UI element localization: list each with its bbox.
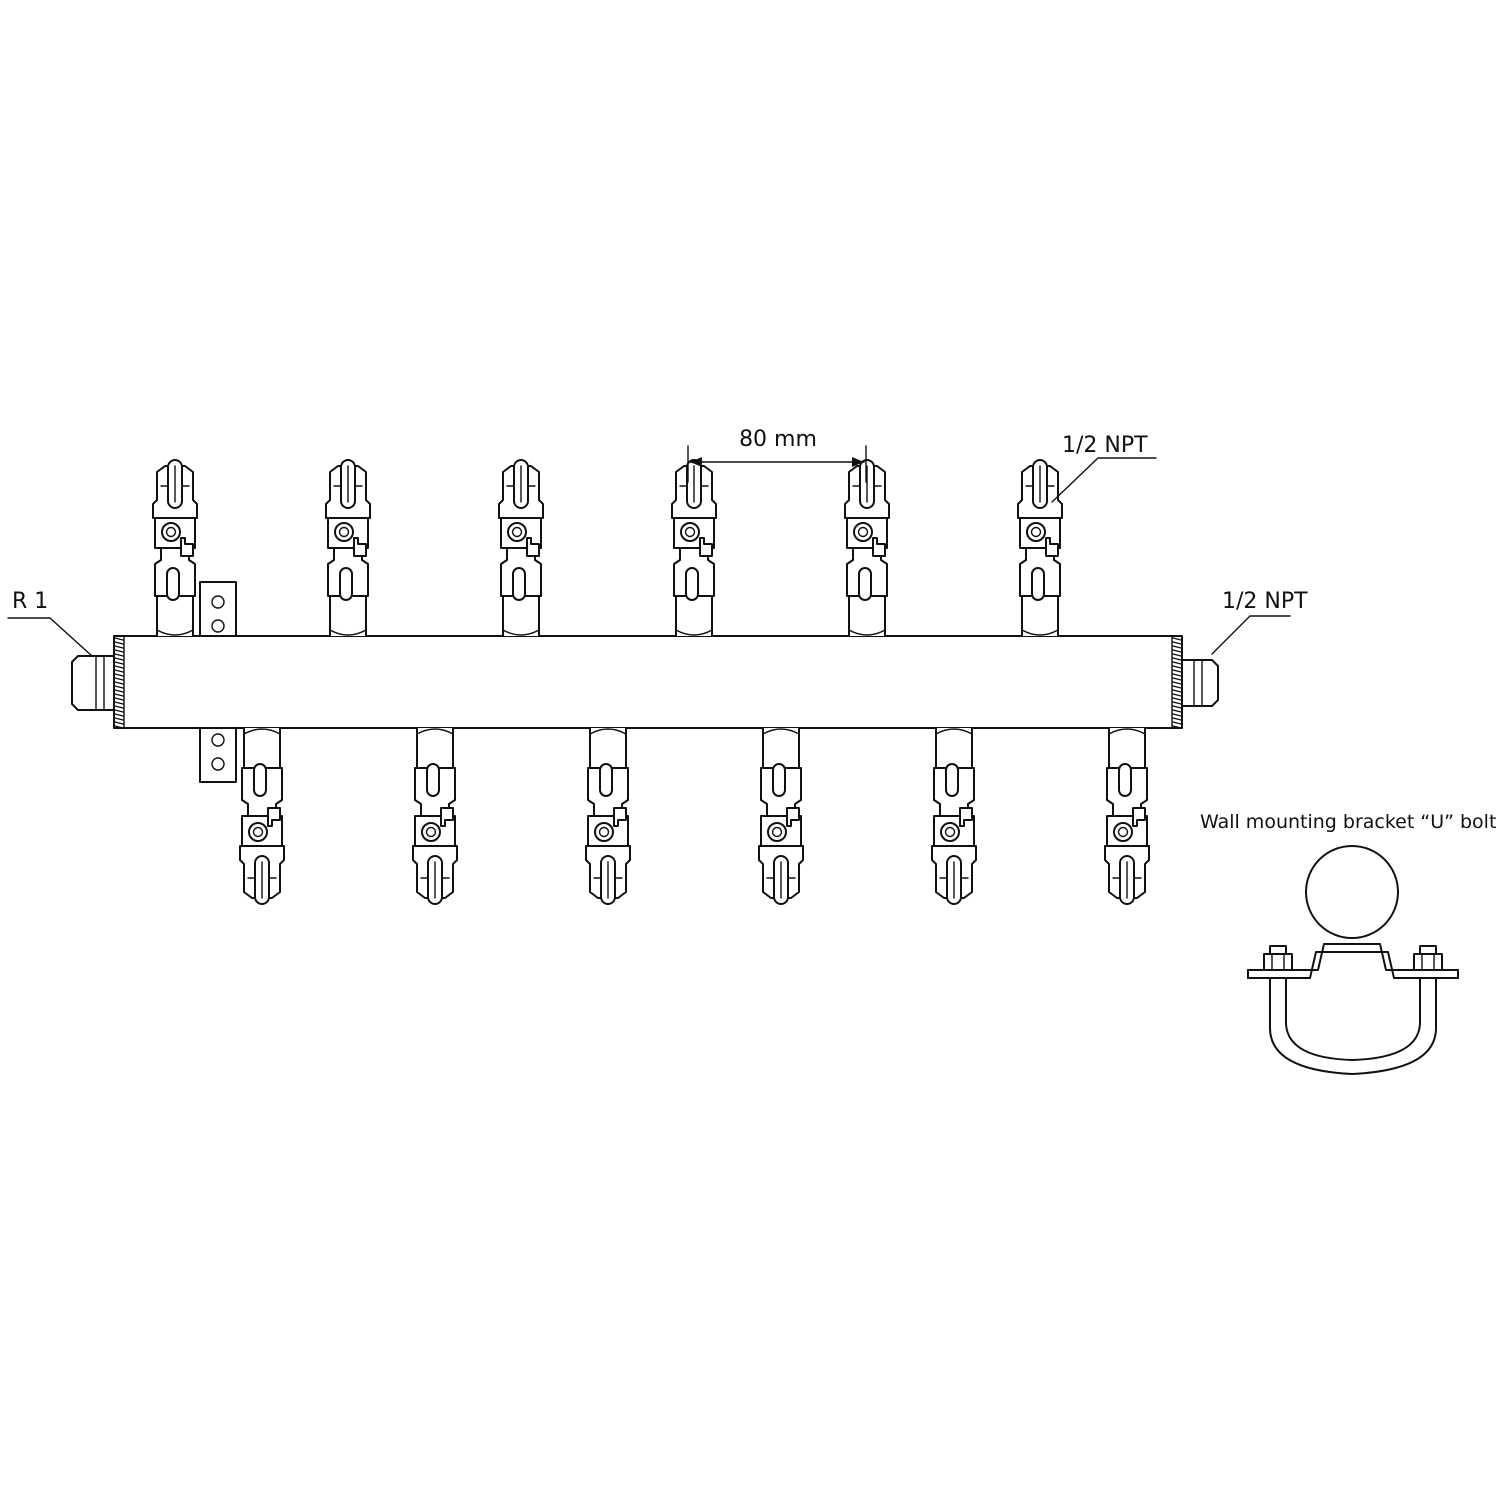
bottom-outlet-valve [239,728,285,905]
inlet-leader: R 1 [7,589,93,657]
spacing-label: 80 mm [739,427,817,452]
bracket-nut-left [1263,945,1293,971]
outlet-side-thread [1181,659,1219,707]
mounting-plate-top [199,581,237,637]
bottom-outlet-valves [239,728,1150,905]
spacing-dimension: 80 mm [687,427,867,483]
pipe-section [1305,845,1399,939]
bottom-outlet-valve [412,728,458,905]
top-outlet-valve [844,459,890,636]
bottom-outlet-valve [585,728,631,905]
outlet-side-leader: 1/2 NPT [1211,589,1308,655]
bracket-caption: Wall mounting bracket “U” bolt [1200,811,1496,833]
outlet-side-label: 1/2 NPT [1222,589,1308,614]
bracket-nut-right [1413,945,1443,971]
top-outlet-valve [325,459,371,636]
bottom-outlet-valve [758,728,804,905]
outlet-top-label: 1/2 NPT [1062,433,1148,458]
u-bolt-bracket: Wall mounting bracket “U” bolt [1200,811,1496,1075]
manifold-header-pipe [113,635,1183,729]
outlet-top-leader: 1/2 NPT [1051,433,1157,503]
inlet-thread [71,655,115,711]
mounting-plate-bottom [199,727,237,783]
bottom-outlet-valve [931,728,977,905]
top-outlet-valve [671,459,717,636]
top-outlet-valve [1017,459,1063,636]
top-outlet-valve [152,459,198,636]
bottom-outlet-valve [1104,728,1150,905]
inlet-label: R 1 [12,589,48,614]
top-outlet-valves [152,459,1063,636]
top-outlet-valve [498,459,544,636]
